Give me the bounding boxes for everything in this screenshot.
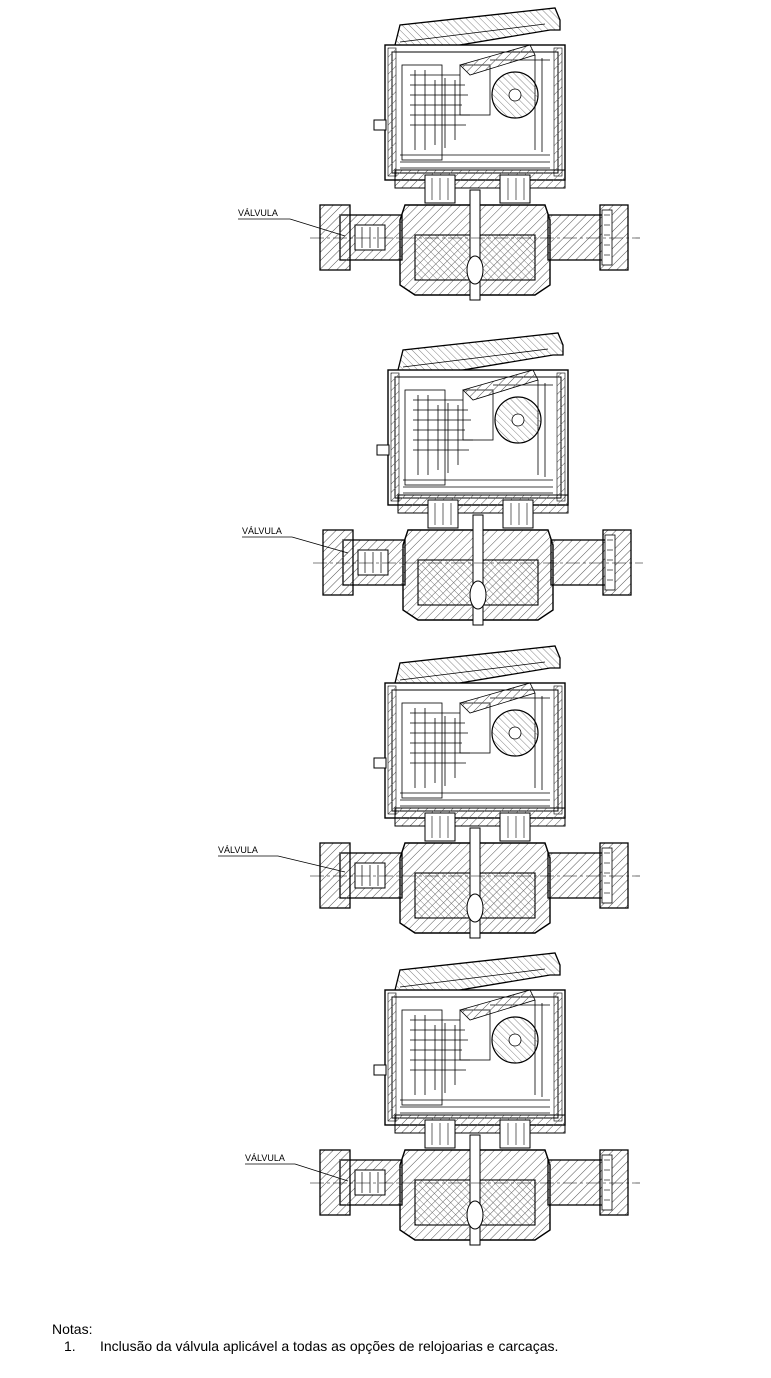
meter-drawing-1 xyxy=(309,7,641,301)
notes-heading: Notas: xyxy=(52,1321,93,1337)
notes-section: Notas: 1. Inclusão da válvula aplicável … xyxy=(52,1321,558,1355)
valve-label-4: VÁLVULA xyxy=(245,1153,285,1163)
valve-label-3: VÁLVULA xyxy=(218,845,258,855)
valve-label-2: VÁLVULA xyxy=(242,526,282,536)
note-number: 1. xyxy=(64,1338,76,1354)
valve-callout-3: VÁLVULA xyxy=(218,845,346,873)
note-text: Inclusão da válvula aplicável a todas as… xyxy=(100,1338,559,1354)
note-item-1: 1. Inclusão da válvula aplicável a todas… xyxy=(52,1338,558,1355)
valve-callout-2: VÁLVULA xyxy=(242,526,349,554)
meter-drawing-2 xyxy=(312,332,644,626)
valve-label-1: VÁLVULA xyxy=(238,208,278,218)
valve-callout-4: VÁLVULA xyxy=(245,1153,349,1182)
meter-drawing-4 xyxy=(309,952,641,1246)
meter-drawing-3 xyxy=(309,645,641,939)
valve-callout-1: VÁLVULA xyxy=(238,208,346,237)
